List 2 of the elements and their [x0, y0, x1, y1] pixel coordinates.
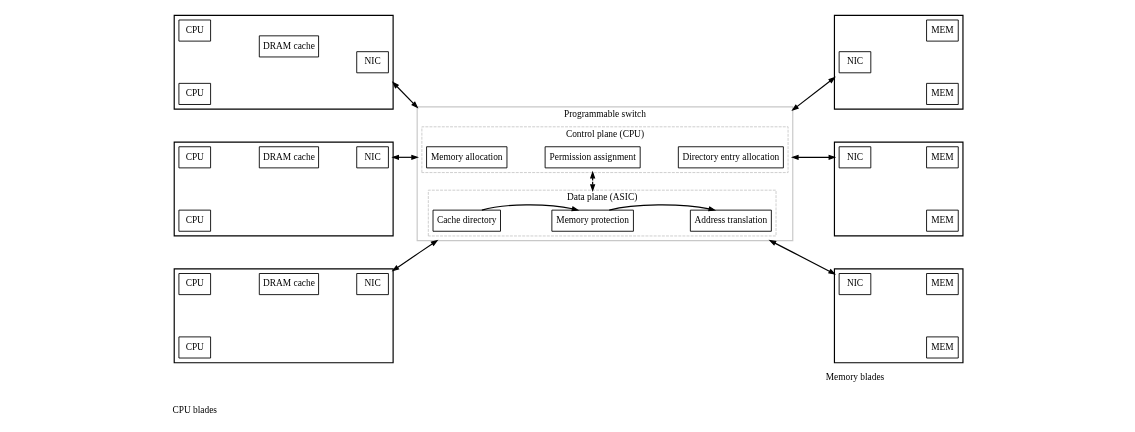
label: Memory blades: [825, 372, 884, 383]
label: CPU blades: [171, 405, 217, 416]
